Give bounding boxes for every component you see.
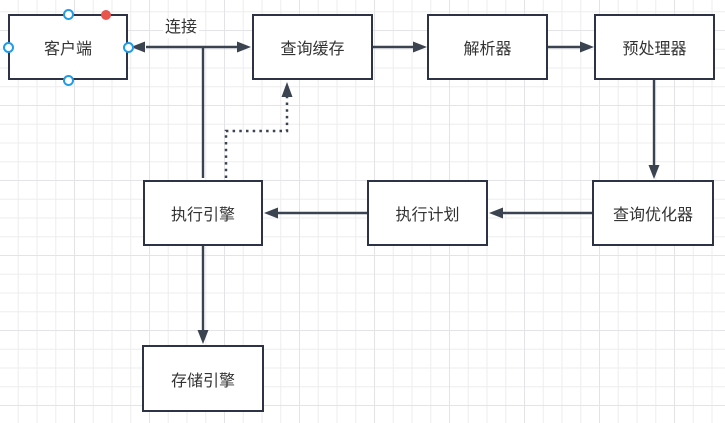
arrowhead-right <box>237 41 251 53</box>
selection-handle-top[interactable] <box>62 8 74 20</box>
edge-parser-preprocessor[interactable] <box>548 41 594 53</box>
edge-optimizer-exec-plan[interactable] <box>489 207 592 219</box>
arrowhead-up <box>281 82 293 97</box>
arrowhead-right <box>413 41 427 53</box>
node-parser[interactable]: 解析器 <box>427 14 548 80</box>
edge-label-connect[interactable]: 连接 <box>163 18 200 38</box>
edge-exec-plan-exec-engine[interactable] <box>264 207 367 219</box>
edge-query-cache-parser[interactable] <box>373 41 427 53</box>
node-label: 查询优化器 <box>612 207 693 224</box>
node-query-cache[interactable]: 查询缓存 <box>252 14 373 80</box>
edge-exec-engine-query-cache[interactable] <box>224 82 293 178</box>
arrowhead-left <box>489 207 503 219</box>
edge-exec-engine-storage-engine[interactable] <box>197 246 209 344</box>
arrowhead-down <box>197 330 209 344</box>
node-exec-engine[interactable]: 执行引擎 <box>143 180 263 246</box>
node-exec-plan[interactable]: 执行计划 <box>367 180 488 246</box>
edge-path <box>224 97 289 178</box>
edge-preprocessor-optimizer[interactable] <box>648 80 660 179</box>
node-label: 客户端 <box>43 41 92 58</box>
node-optimizer[interactable]: 查询优化器 <box>592 180 714 246</box>
node-label: 预处理器 <box>622 41 687 58</box>
arrowhead-right <box>580 41 594 53</box>
node-label: 解析器 <box>463 41 512 58</box>
selection-handle-left[interactable] <box>2 41 14 53</box>
node-client[interactable]: 客户端 <box>8 14 128 80</box>
arrowhead-down <box>648 165 660 179</box>
arrowhead-left <box>264 207 278 219</box>
node-storage-engine[interactable]: 存储引擎 <box>142 345 264 412</box>
endpoint-marker-red[interactable] <box>101 10 111 20</box>
node-label: 执行引擎 <box>170 207 235 224</box>
selection-handle-bottom[interactable] <box>62 74 74 86</box>
node-preprocessor[interactable]: 预处理器 <box>594 14 715 80</box>
node-label: 存储引擎 <box>170 372 235 390</box>
node-label: 查询缓存 <box>280 41 345 58</box>
node-label: 执行计划 <box>395 207 460 224</box>
selection-handle-right[interactable] <box>122 41 134 53</box>
edge-client-query-cache[interactable] <box>131 41 251 53</box>
arrowhead-left <box>131 41 145 53</box>
